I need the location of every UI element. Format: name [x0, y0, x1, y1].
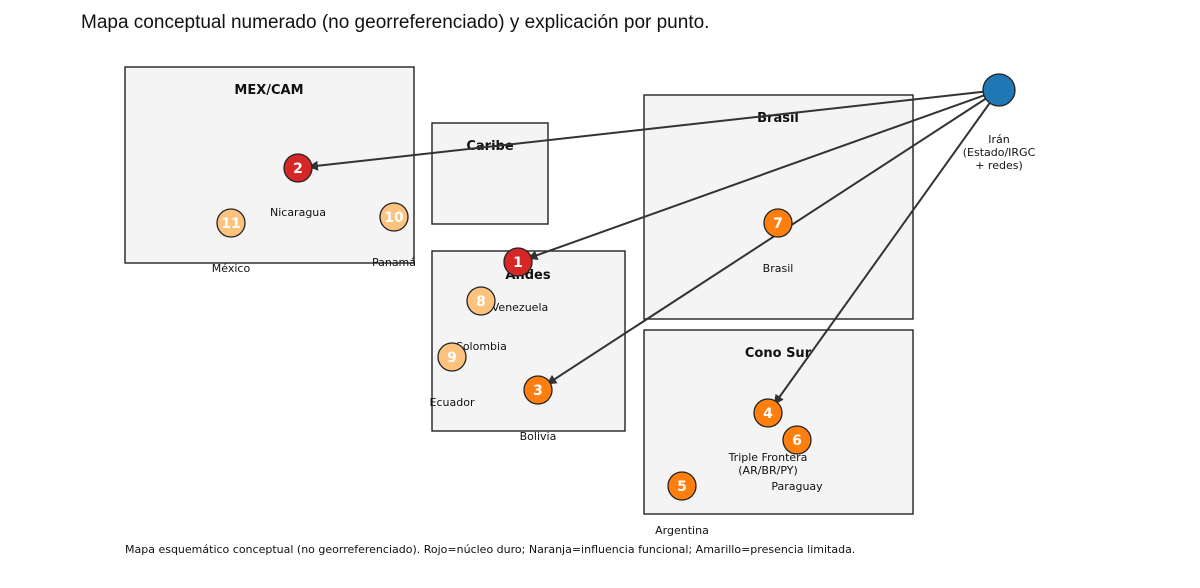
- node-number: 4: [763, 406, 773, 422]
- hub-label: (Estado/IRGC: [963, 146, 1036, 159]
- node-circle-naranja: [667, 471, 697, 501]
- place-label-nicaragua: Nicaragua: [270, 206, 326, 219]
- place-label-colombia: Colombia: [455, 340, 507, 353]
- link-hub-to-4: [773, 102, 991, 405]
- node-number: 5: [677, 479, 687, 495]
- region-box: [643, 94, 914, 320]
- node-circle-naranja: [523, 375, 553, 405]
- node-11: 11: [216, 208, 246, 238]
- place-label-ecuador: Ecuador: [430, 396, 475, 409]
- place-label-paraguay: Paraguay: [771, 480, 823, 493]
- node-number: 3: [533, 383, 543, 399]
- hub-node-iran: [982, 73, 1016, 107]
- node-2: 2: [283, 153, 313, 183]
- node-circle-naranja: [753, 398, 783, 428]
- region-box: [431, 122, 549, 225]
- page-title: Mapa conceptual numerado (no georreferen…: [81, 12, 709, 33]
- node-7: 7: [763, 208, 793, 238]
- node-number: 1: [513, 255, 523, 271]
- place-label-argentina: Argentina: [655, 524, 709, 537]
- node-1: 1: [503, 247, 533, 277]
- place-label-bolivia: Bolivia: [520, 430, 557, 443]
- place-label-triple-frontera: (AR/BR/PY): [738, 464, 797, 477]
- place-label-panama: Panamá: [372, 256, 416, 269]
- place-label-mexico: México: [212, 262, 251, 275]
- region-box: [124, 66, 415, 264]
- node-number: 7: [773, 216, 783, 232]
- node-number: 10: [384, 210, 404, 226]
- hub-label: Irán: [988, 133, 1010, 146]
- link-hub-to-3: [546, 97, 987, 385]
- link-hub-to-1: [527, 94, 985, 260]
- hub-label: + redes): [975, 159, 1023, 172]
- region-label: MEX/CAM: [234, 83, 303, 98]
- node-number: 6: [792, 433, 802, 449]
- node-4: 4: [753, 398, 783, 428]
- node-circle-amarillo: [437, 342, 467, 372]
- node-circle-rojo: [503, 247, 533, 277]
- node-10: 10: [379, 202, 409, 232]
- node-8: 8: [466, 286, 496, 316]
- link-hub-to-2: [307, 90, 984, 171]
- node-circle-naranja: [782, 425, 812, 455]
- region-brasil: Brasil: [643, 94, 914, 320]
- region-label: Cono Sur: [745, 346, 812, 361]
- node-circle-amarillo: [379, 202, 409, 232]
- node-3: 3: [523, 375, 553, 405]
- nodes-layer: 1 2 3 4 5 6 7 8 9 10 11: [216, 73, 1016, 501]
- node-circle-rojo: [283, 153, 313, 183]
- place-label-venezuela: Venezuela: [492, 301, 549, 314]
- node-number: 11: [221, 216, 240, 232]
- node-number: 2: [293, 161, 303, 177]
- node-number: 8: [476, 294, 486, 310]
- node-number: 9: [447, 350, 457, 366]
- place-label-brasil-place: Brasil: [763, 262, 794, 275]
- node-circle-amarillo: [466, 286, 496, 316]
- node-circle-amarillo: [216, 208, 246, 238]
- region-mexcam: MEX/CAM: [124, 66, 415, 264]
- node-circle-naranja: [763, 208, 793, 238]
- place-label-triple-frontera: Triple Frontera: [728, 451, 808, 464]
- region-caribe: Caribe: [431, 122, 549, 225]
- links-layer: [307, 90, 991, 405]
- node-5: 5: [667, 471, 697, 501]
- node-9: 9: [437, 342, 467, 372]
- map-caption: Mapa esquemático conceptual (no georrefe…: [125, 543, 855, 556]
- node-6: 6: [782, 425, 812, 455]
